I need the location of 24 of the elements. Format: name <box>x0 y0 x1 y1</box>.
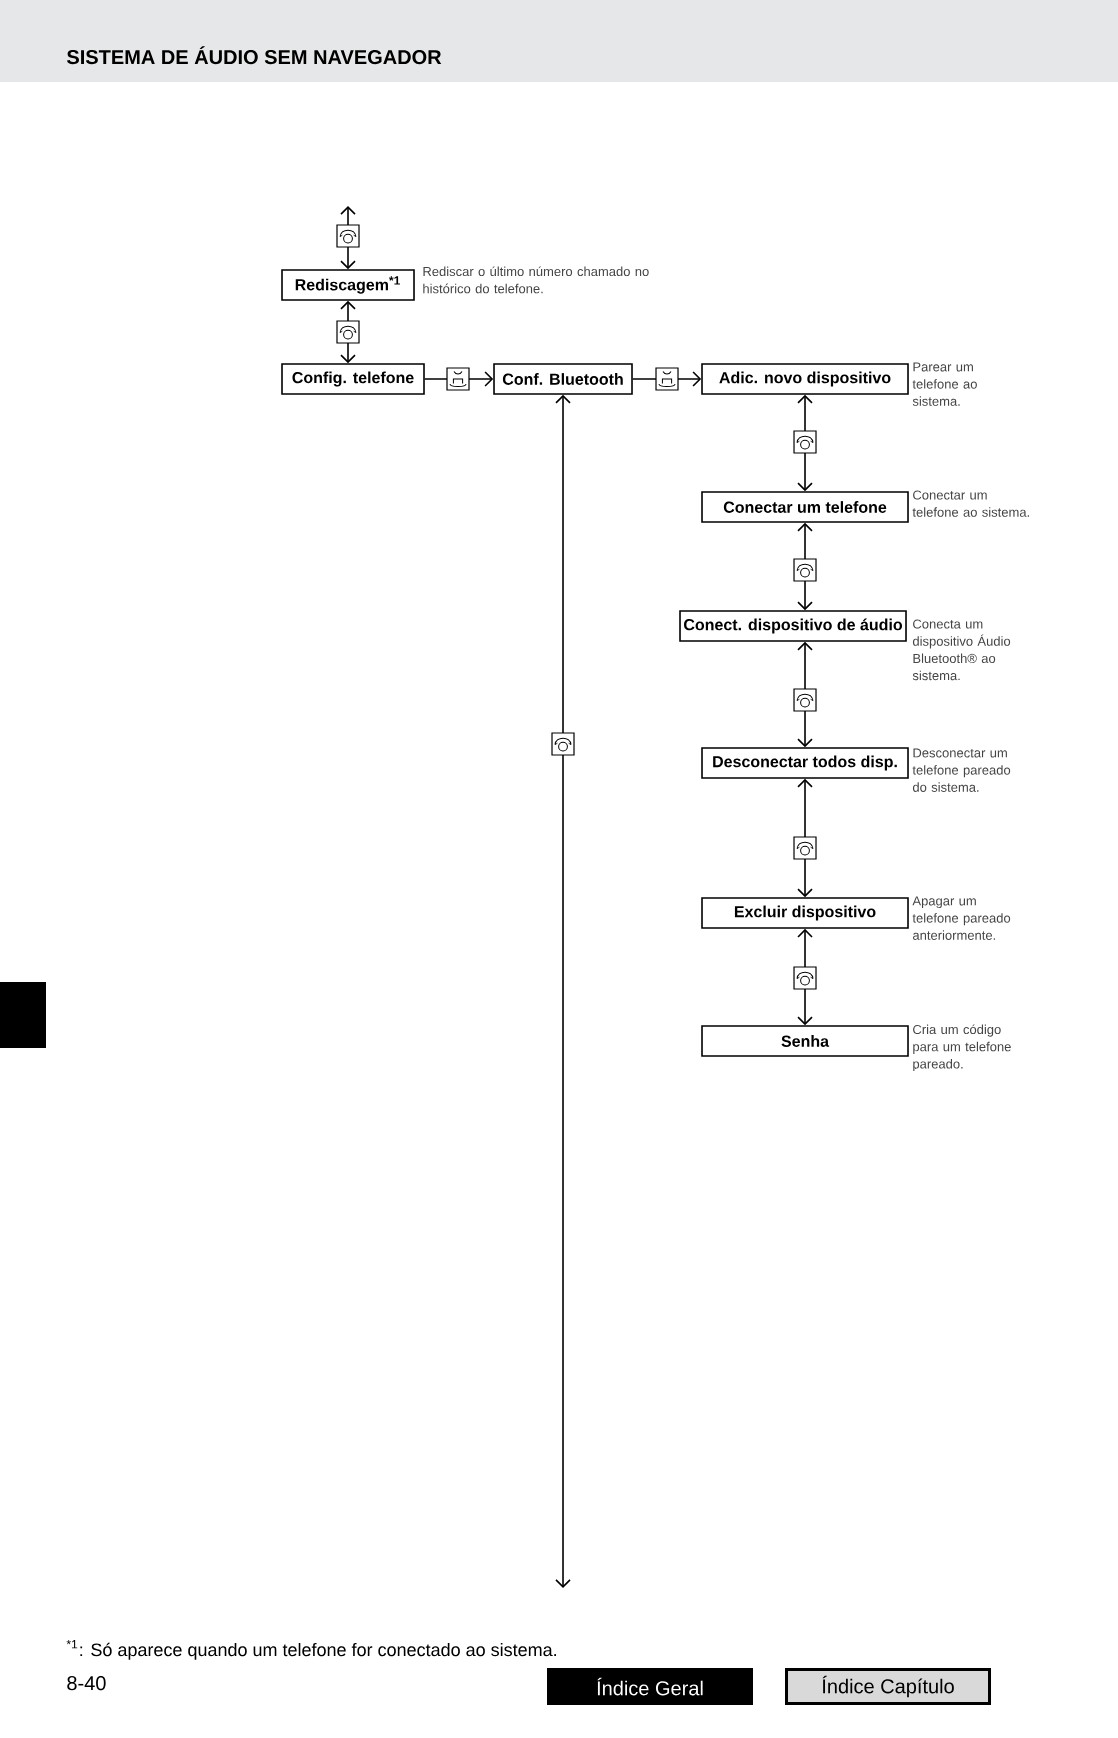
menu-box: Config. telefone <box>281 363 425 395</box>
arrow <box>797 641 813 748</box>
arrow <box>797 394 813 492</box>
menu-box: Excluir dispositivo <box>701 897 909 929</box>
index-button: Índice Geral <box>547 1668 753 1706</box>
menu-box: Conect. dispositivo de áudio <box>679 610 907 642</box>
menu-box: Senha <box>701 1025 909 1057</box>
arrow <box>424 371 494 387</box>
arrow <box>555 394 571 1589</box>
page-number: 8-40 <box>67 1676 106 1691</box>
menu-box: Conf. Bluetooth <box>493 363 633 395</box>
menu-box: Desconectar todos disp. <box>701 747 909 779</box>
menu-box: Conectar um telefone <box>701 491 909 523</box>
arrow <box>797 928 813 1026</box>
arrow <box>632 371 702 387</box>
arrow <box>797 778 813 898</box>
menu-box: Rediscagem$^{*1}$ <box>281 269 415 301</box>
footnote-text: $^{*1}$: Só aparece quando um telefone for conectado ao sistema. <box>66 1640 556 1660</box>
arrow <box>797 522 813 611</box>
index-button: Índice Capítulo <box>785 1668 991 1706</box>
page-title: SISTEMA DE ÁUDIO SEM NAVEGADOR <box>66 46 442 65</box>
menu-box: Adic. novo dispositivo <box>701 363 909 395</box>
arrow <box>340 300 356 364</box>
arrow <box>340 206 356 270</box>
